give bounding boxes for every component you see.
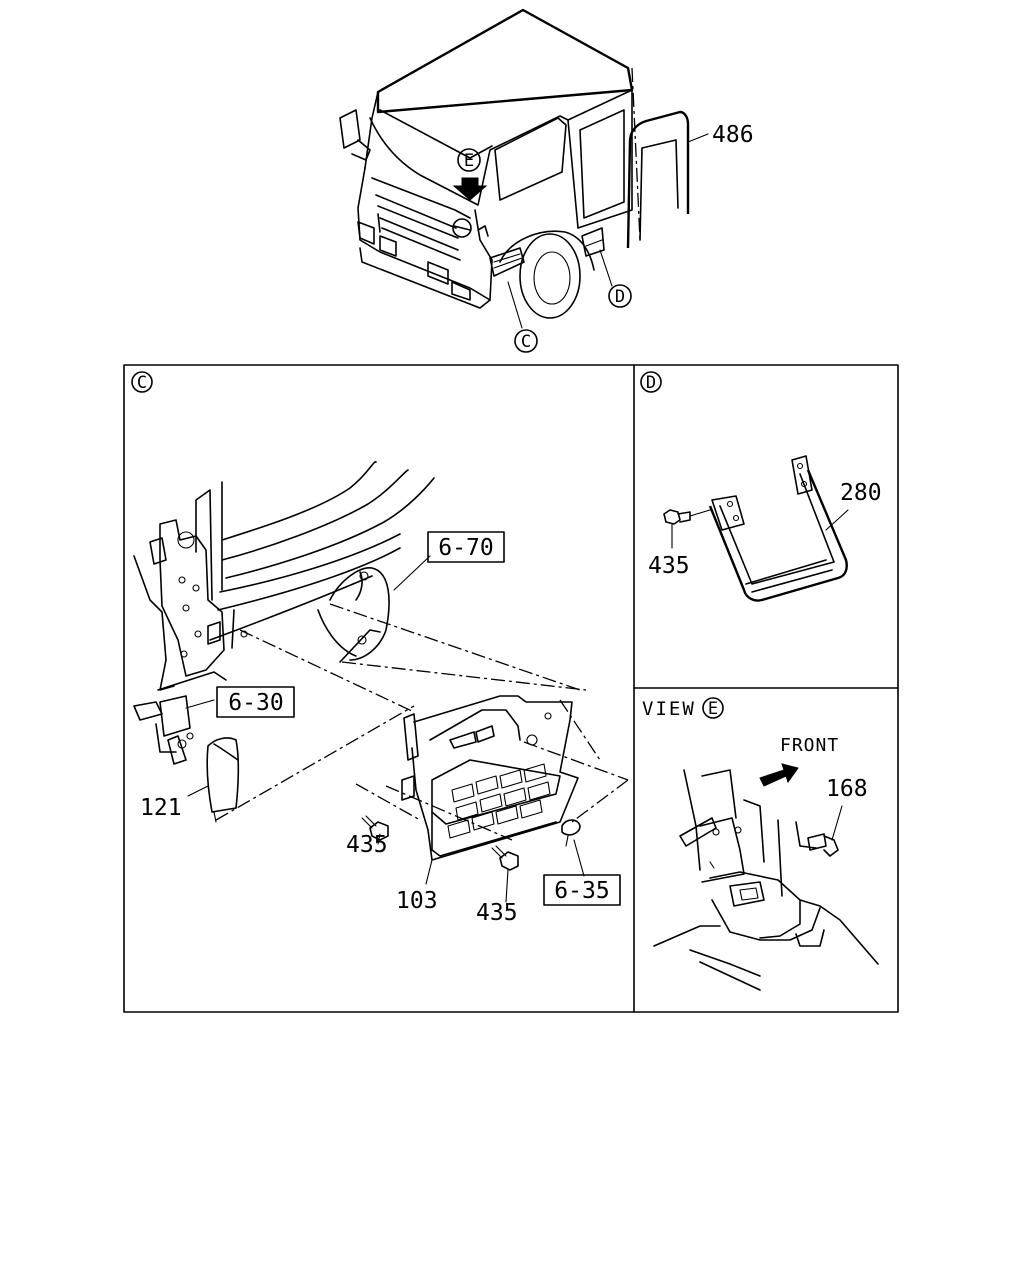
front-label: FRONT xyxy=(780,735,839,756)
screw-icon xyxy=(491,845,519,871)
panel-e: VIEW E FRONT 168 xyxy=(642,697,879,991)
part-number-103: 103 xyxy=(396,888,438,914)
bolt-icon xyxy=(663,509,691,525)
view-heading: VIEW xyxy=(642,698,696,720)
svg-text:E: E xyxy=(708,699,718,719)
callout-c-overview: C xyxy=(514,329,538,353)
svg-text:D: D xyxy=(646,373,656,393)
clip-icon xyxy=(561,819,581,847)
reference-6-70: 6-70 xyxy=(427,531,505,563)
callout-c-label: C xyxy=(521,332,531,352)
front-arrow-icon xyxy=(759,763,799,787)
svg-text:C: C xyxy=(137,373,147,393)
part-number-280: 280 xyxy=(840,480,882,506)
part-number-435-left: 435 xyxy=(346,832,388,858)
panel-e-tag: E xyxy=(702,697,724,719)
svg-text:6-30: 6-30 xyxy=(228,690,283,716)
part-number-435-right: 435 xyxy=(476,900,518,926)
bolt-icon xyxy=(807,833,839,857)
part-number-486: 486 xyxy=(712,122,754,148)
reference-6-30: 6-30 xyxy=(216,686,295,718)
truck-overview xyxy=(339,8,709,329)
callout-e-overview: E xyxy=(457,148,481,172)
panel-d-tag: D xyxy=(640,371,662,393)
part-number-435-d: 435 xyxy=(648,553,690,579)
svg-text:6-70: 6-70 xyxy=(438,535,493,561)
panel-c-tag: C xyxy=(131,371,153,393)
callout-d-overview: D xyxy=(608,284,632,308)
screw-icon xyxy=(361,815,389,841)
part-number-121: 121 xyxy=(140,795,182,821)
callout-e-label: E xyxy=(464,151,474,171)
detail-frames xyxy=(123,364,899,1013)
panel-c: C xyxy=(131,371,629,926)
svg-text:6-35: 6-35 xyxy=(554,878,609,904)
part-number-168: 168 xyxy=(826,776,868,802)
panel-d: D 280 435 xyxy=(640,371,882,602)
callout-d-label: D xyxy=(615,287,625,307)
reference-6-35: 6-35 xyxy=(543,874,621,906)
